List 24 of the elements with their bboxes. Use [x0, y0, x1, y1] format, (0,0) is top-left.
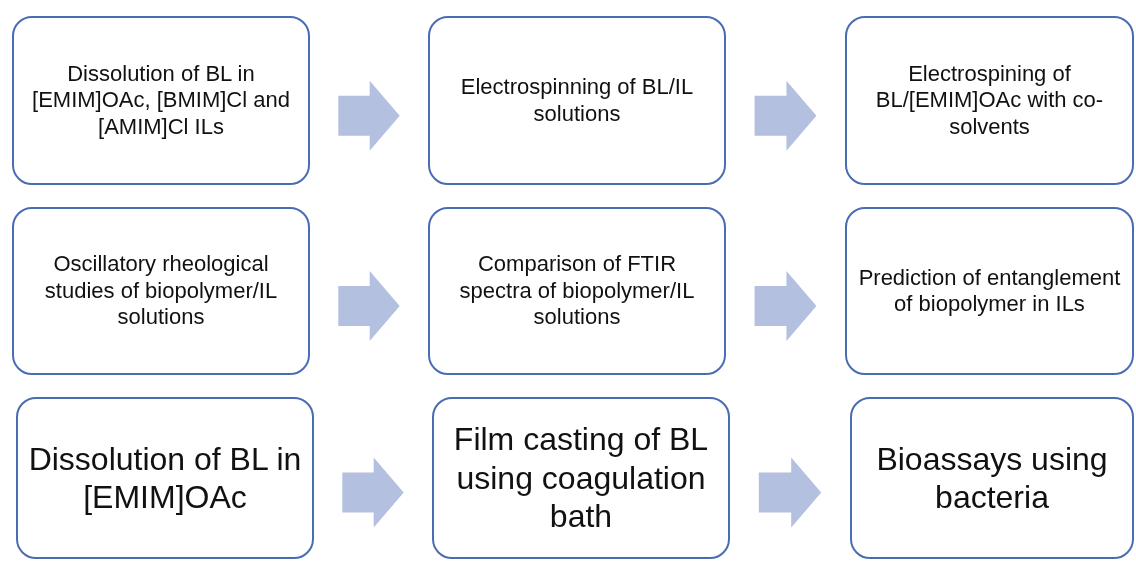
block-arrow: [754, 80, 817, 151]
block-arrow: [338, 80, 400, 151]
process-box: [428, 16, 726, 185]
step-text: Film casting of BL using coagulation bath: [452, 420, 710, 536]
step-text: Oscillatory rheological studies of biopolymer/IL solutions: [43, 251, 279, 331]
step-text: Electrospinning of BL/IL solutions: [459, 74, 695, 127]
block-arrow: [758, 457, 822, 528]
block-arrow: [754, 271, 817, 342]
process-box: [845, 16, 1134, 185]
block-arrow: [338, 271, 400, 342]
step-text: Electrospining of BL/[EMIM]OAc with co-solvents: [874, 60, 1105, 141]
step-text: Dissolution of BL in [EMIM]OAc: [28, 439, 302, 517]
step-text: Comparison of FTIR spectra of biopolymer/IL solutions: [458, 251, 696, 331]
step-text: Prediction of entanglement of biopolymer in ILs: [857, 264, 1122, 318]
process-box: [16, 397, 314, 559]
step-text: Bioassays using bacteria: [875, 439, 1109, 517]
process-box: [428, 207, 726, 375]
block-arrow: [342, 457, 404, 528]
process-box: [12, 16, 310, 185]
process-box: [432, 397, 730, 559]
process-box: [850, 397, 1134, 559]
process-box: [12, 207, 310, 375]
step-text: Dissolution of BL in [EMIM]OAc, [BMIM]Cl and [AMIM]Cl ILs: [31, 60, 291, 141]
process-box: [845, 207, 1134, 375]
